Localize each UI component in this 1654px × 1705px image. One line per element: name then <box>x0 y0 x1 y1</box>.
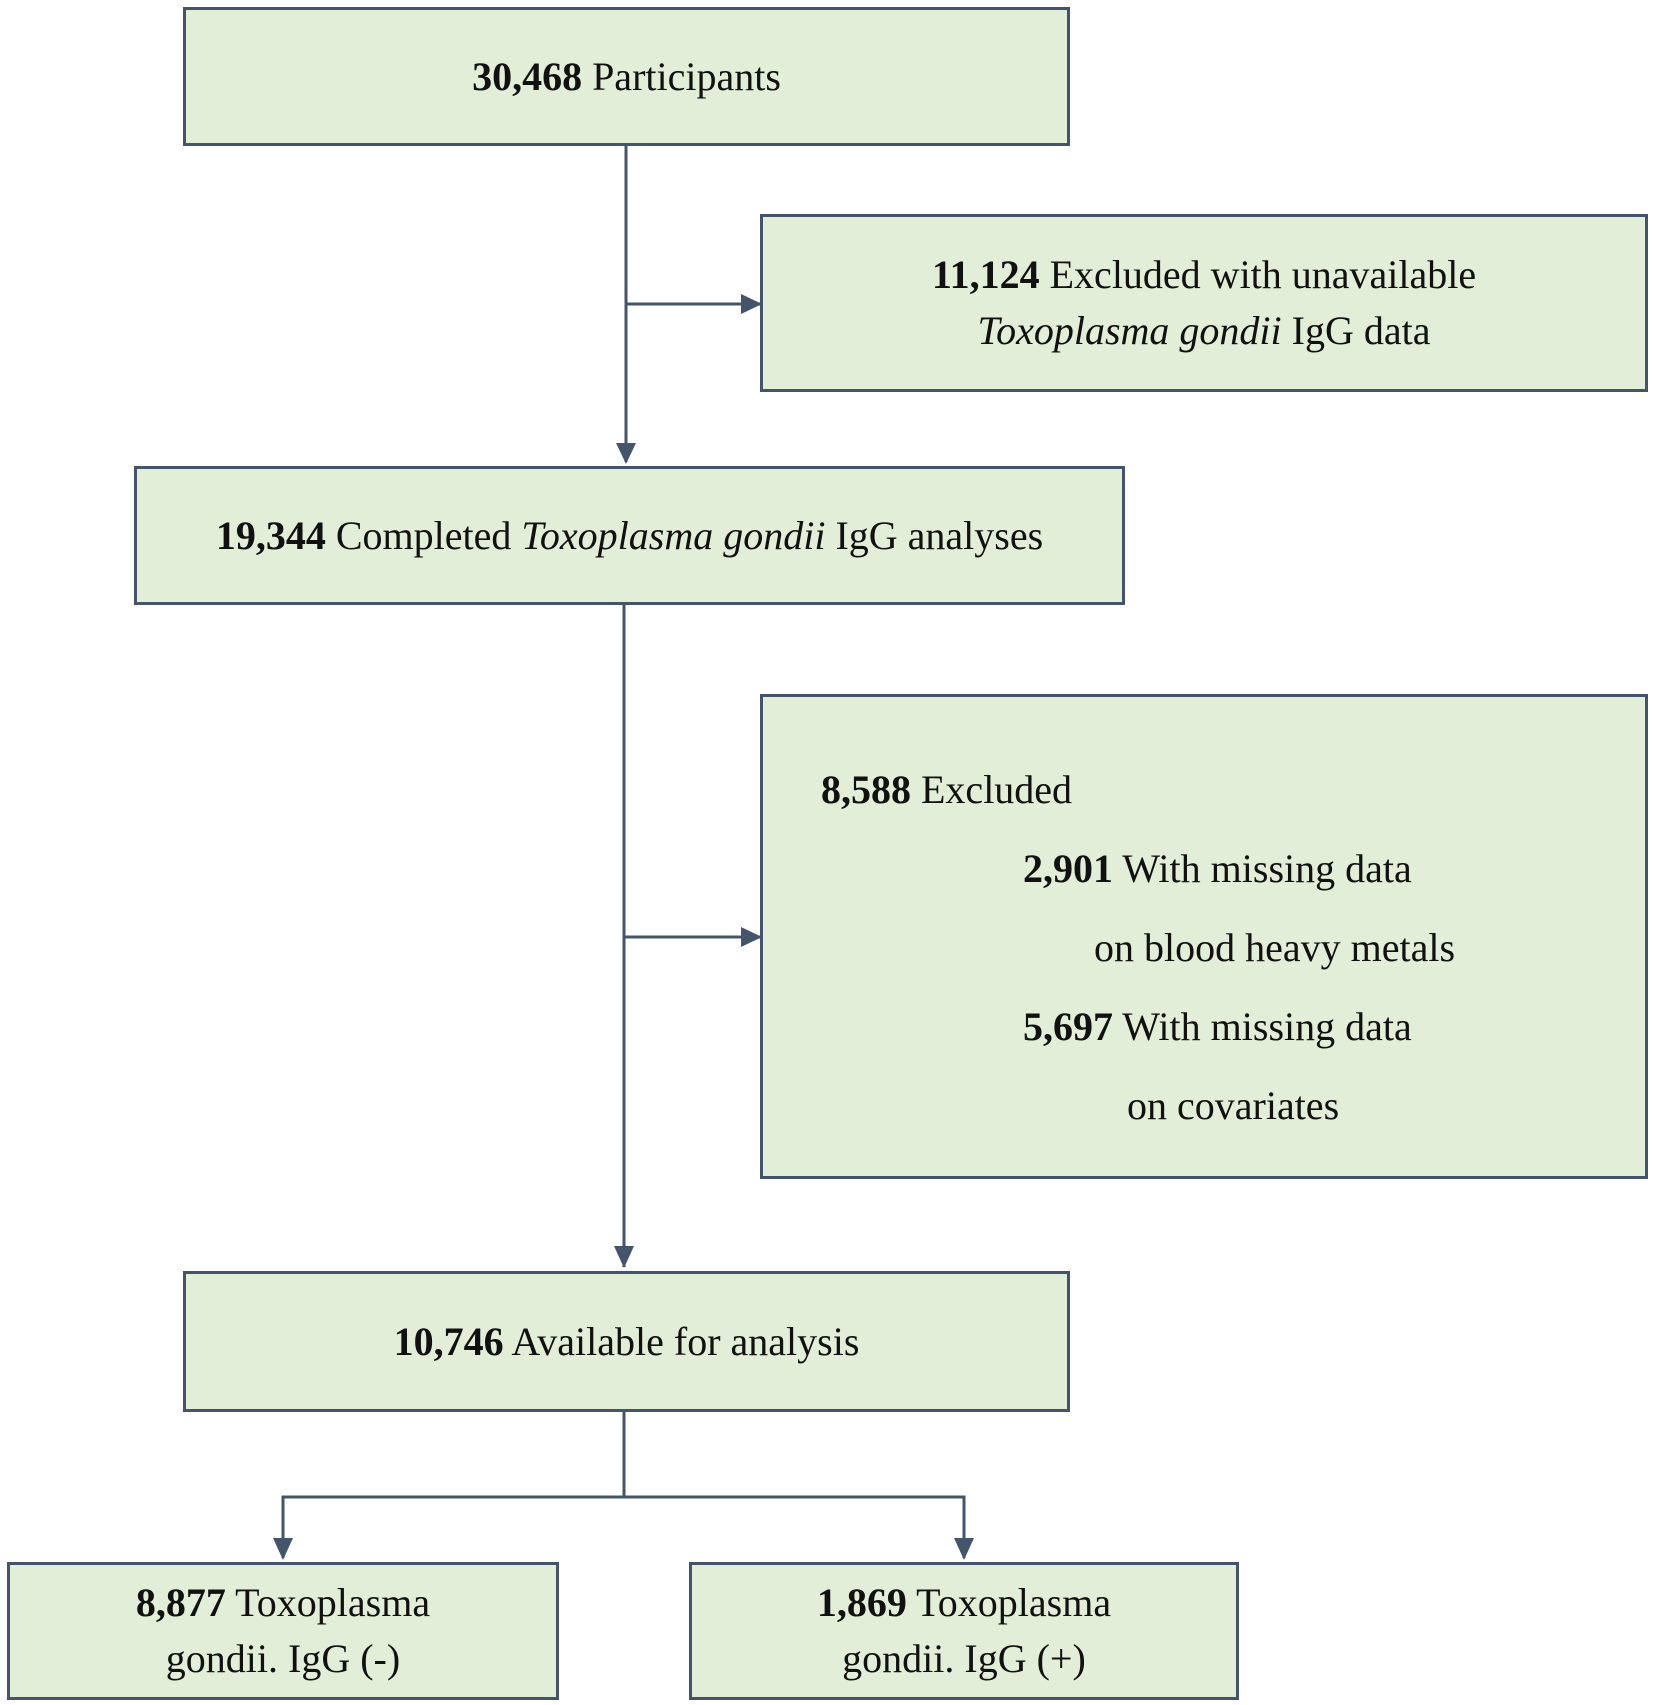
excluded-igg-count: 11,124 <box>931 252 1040 297</box>
participants-count: 30,468 <box>472 53 583 99</box>
positive-count: 1,869 <box>816 1580 907 1625</box>
participants-label: Participants <box>592 53 781 99</box>
missing-covariates-label: With missing data <box>1122 1004 1412 1049</box>
positive-line2: gondii. IgG (+) <box>842 1636 1086 1681</box>
excluded-igg-line2: Toxoplasma gondii IgG data <box>978 303 1431 359</box>
negative-count: 8,877 <box>135 1580 226 1625</box>
missing-covariates-line: 5,697 With missing data <box>1023 999 1412 1055</box>
missing-metals-label: With missing data <box>1122 846 1412 891</box>
participants-box: 30,468 Participants <box>183 7 1070 146</box>
excluded-igg-rest: IgG data <box>1291 308 1431 353</box>
negative-box: 8,877 Toxoplasma gondii. IgG (-) <box>7 1562 559 1700</box>
excluded-missing-count: 8,588 <box>821 767 911 812</box>
branch-line-right <box>624 1495 966 1558</box>
negative-line2: gondii. IgG (-) <box>165 1636 401 1681</box>
missing-covariates-cont: on covariates <box>1127 1083 1340 1128</box>
arrowhead <box>616 443 636 464</box>
excluded-igg-label: Excluded with unavailable <box>1049 252 1477 297</box>
missing-metals-cont: on blood heavy metals <box>1094 925 1456 970</box>
available-text: 10,746 Available for analysis <box>394 1314 860 1370</box>
arrowhead <box>954 1538 974 1560</box>
excluded-igg-species: Toxoplasma gondii <box>977 308 1282 353</box>
completed-count: 19,344 <box>215 512 326 558</box>
participants-text: 30,468 Participants <box>472 49 781 105</box>
branch-line <box>281 1412 626 1558</box>
available-count: 10,746 <box>393 1318 504 1364</box>
completed-post: IgG analyses <box>835 512 1044 558</box>
missing-metals-line: 2,901 With missing data <box>1023 841 1412 897</box>
available-label: Available for analysis <box>511 1318 860 1364</box>
positive-line1: 1,869 Toxoplasma <box>817 1575 1111 1631</box>
positive-box: 1,869 Toxoplasma gondii. IgG (+) <box>689 1562 1239 1700</box>
arrowhead <box>741 927 762 947</box>
arrowhead <box>741 294 762 314</box>
missing-covariates-count: 5,697 <box>1023 1004 1113 1049</box>
arrowhead <box>614 1246 634 1268</box>
missing-metals-count: 2,901 <box>1023 846 1113 891</box>
completed-box: 19,344 Completed Toxoplasma gondii IgG a… <box>134 466 1125 605</box>
negative-line1: 8,877 Toxoplasma <box>136 1575 430 1631</box>
completed-pre: Completed <box>335 512 512 558</box>
available-box: 10,746 Available for analysis <box>183 1271 1070 1412</box>
excluded-igg-line1: 11,124 Excluded with unavailable <box>932 247 1476 303</box>
excluded-igg-box: 11,124 Excluded with unavailable Toxopla… <box>760 214 1648 392</box>
excluded-missing-header: 8,588 Excluded <box>821 762 1072 818</box>
completed-text: 19,344 Completed Toxoplasma gondii IgG a… <box>216 508 1043 564</box>
excluded-missing-label: Excluded <box>921 767 1073 812</box>
positive-label: Toxoplasma <box>916 1580 1112 1625</box>
excluded-missing-box: 8,588 Excluded 2,901 With missing data o… <box>760 694 1648 1179</box>
completed-species: Toxoplasma gondii <box>521 512 826 558</box>
negative-label: Toxoplasma <box>235 1580 431 1625</box>
arrowhead <box>273 1538 293 1560</box>
